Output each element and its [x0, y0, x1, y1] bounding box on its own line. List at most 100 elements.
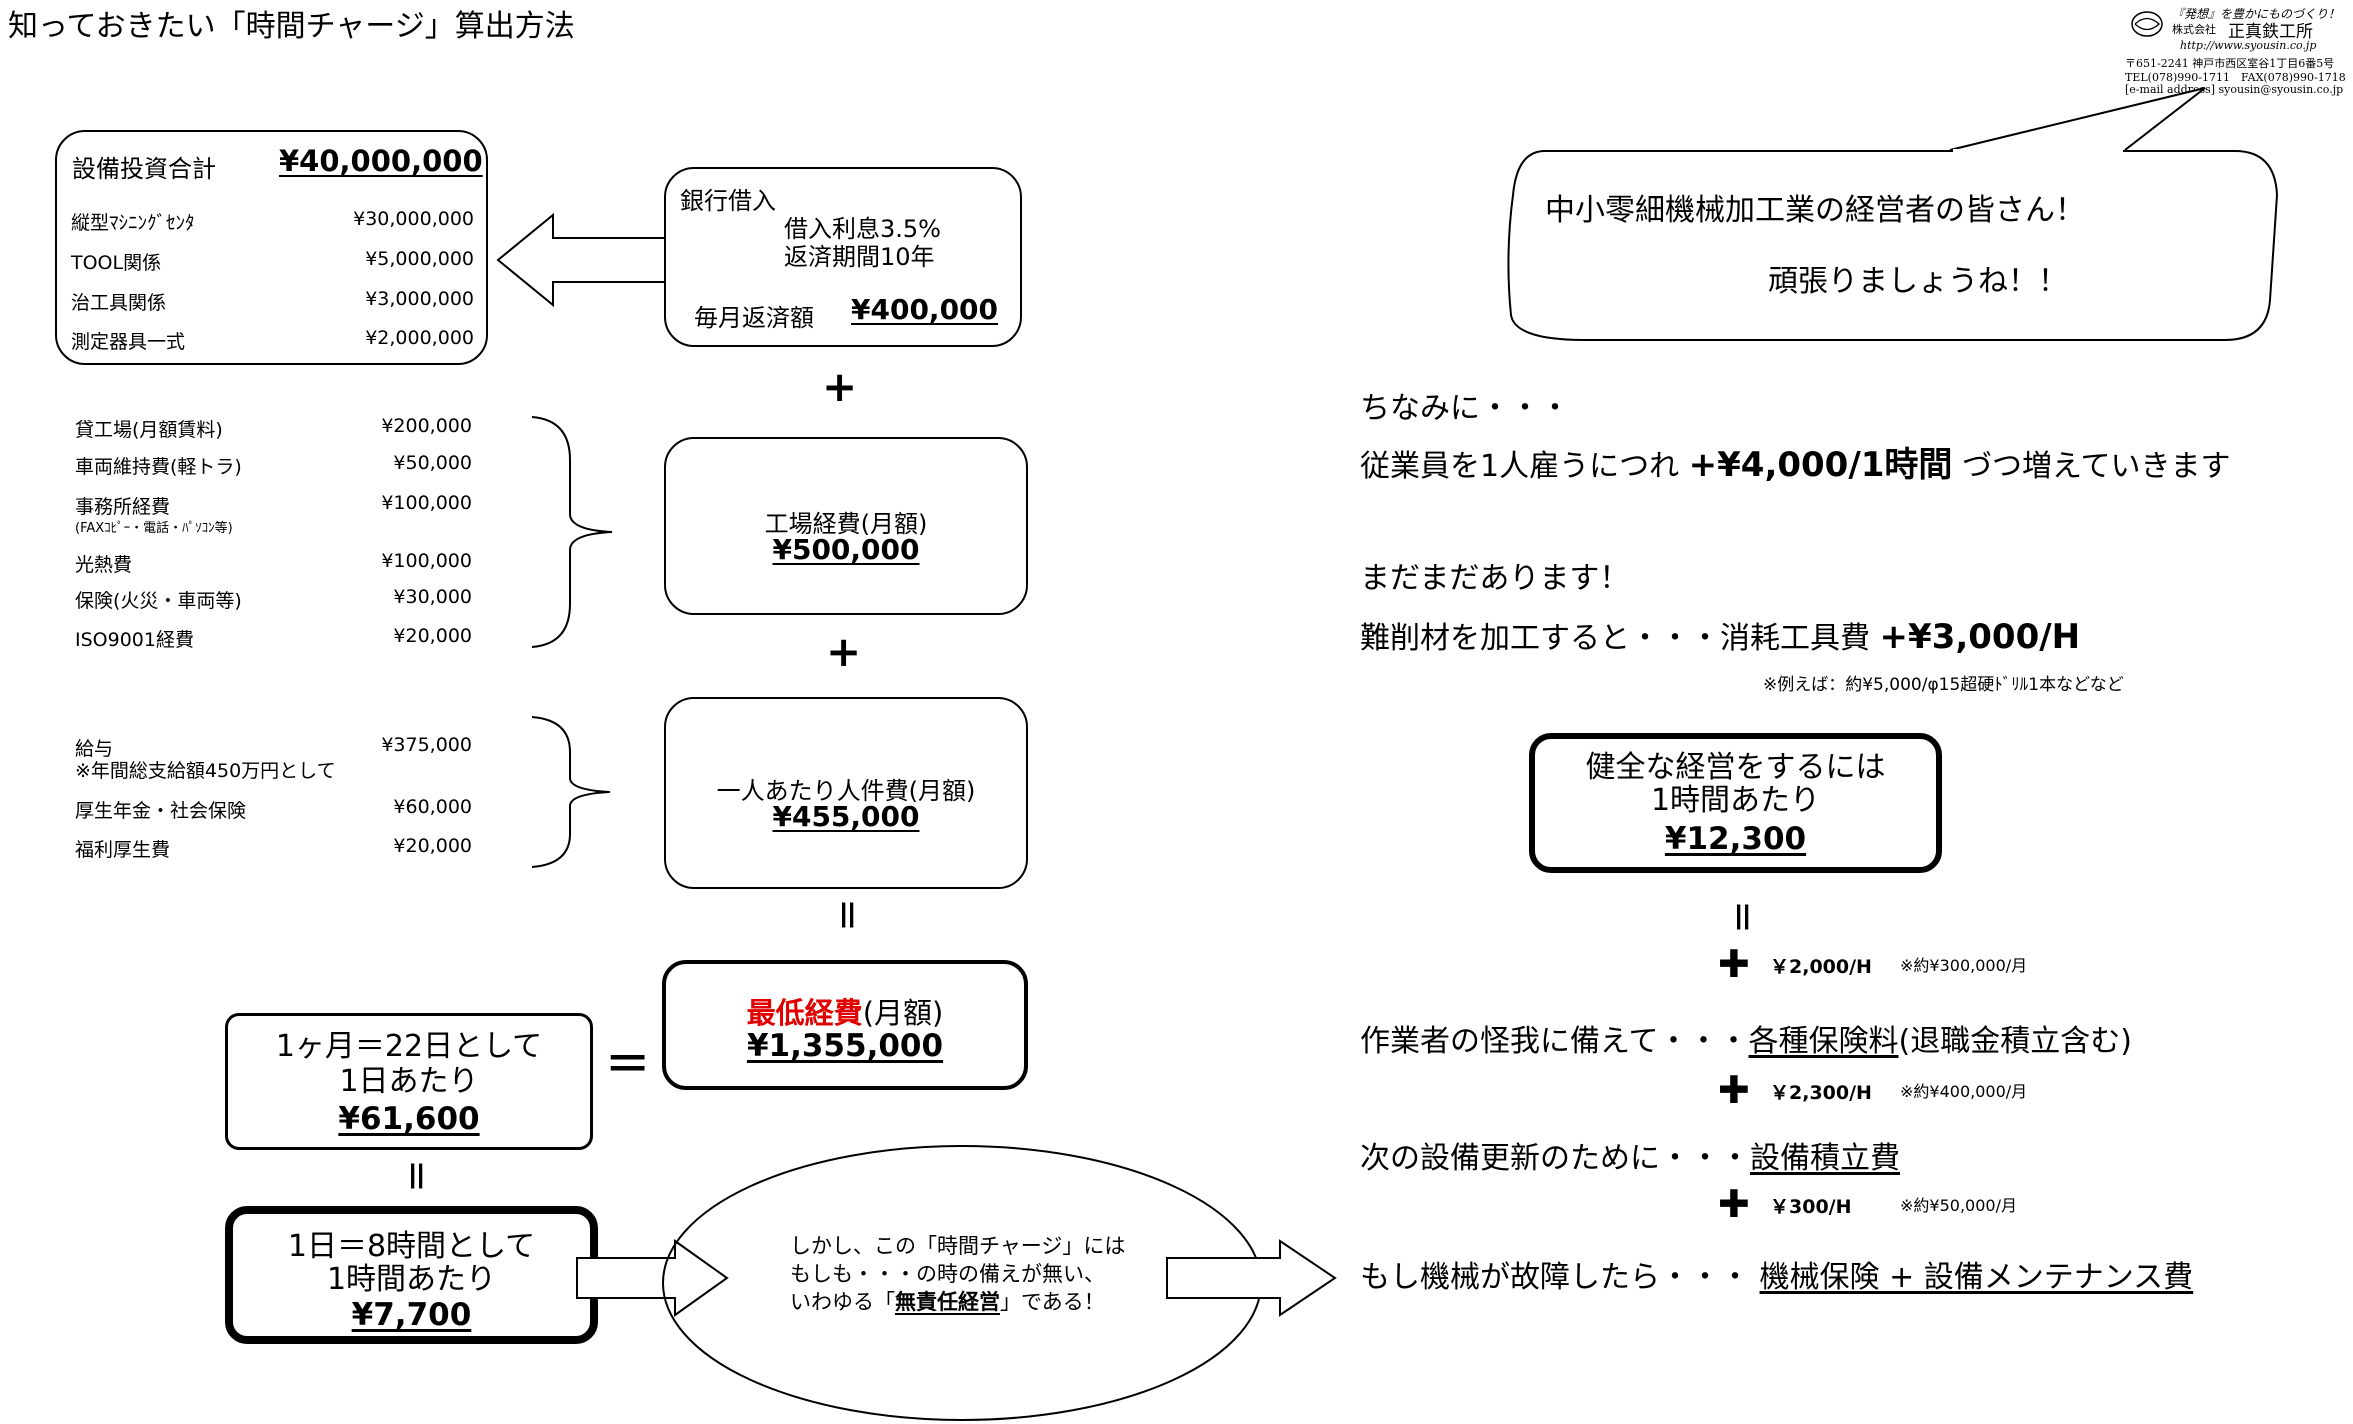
min-cost-label: 最低経費(月額) [666, 990, 1024, 1032]
equipment-item-value: ¥5,000,000 [365, 248, 474, 270]
company-address: 〒651-2241 神戸市西区室谷1丁目6番5号 [2125, 57, 2335, 70]
company-url[interactable]: http://www.syousin.co.jp [2180, 39, 2317, 52]
breakdown-text: 次の設備更新のために・・・設備積立費 [1360, 1133, 1900, 1177]
factory-box: 工場経費(月額) ¥500,000 [664, 437, 1028, 615]
page-title: 知っておきたい「時間チャージ」算出方法 [8, 9, 575, 44]
hourly-box: 1日＝8時間として 1時間あたり ¥7,700 [225, 1206, 598, 1344]
brace-labor-icon [531, 716, 611, 868]
note-more: まだまだあります！ [1360, 561, 1630, 596]
breakdown-monthly: ※約¥50,000/月 [1900, 1196, 2017, 1215]
company-name: 正真鉄工所 [2228, 22, 2313, 42]
min-cost-value: ¥1,355,000 [746, 1028, 944, 1064]
hourly-value: ¥7,700 [351, 1297, 472, 1333]
speech-bubble-icon [1507, 87, 2279, 341]
breakdown-amount: ￥2,000/H [1770, 956, 1872, 978]
cross-plus-icon: ✚ [1718, 942, 1750, 986]
warning-line3-pre: いわゆる「 [790, 1290, 895, 1314]
company-slogan: 『発想』を豊かにものづくり！ [2172, 7, 2341, 21]
labor-box-label: 一人あたり人件費(月額) [716, 777, 976, 805]
warning-text: しかし、この「時間チャージ」には もしも・・・の時の備えが無い、 いわゆる「無責… [790, 1232, 1125, 1316]
plus-sign-2: + [826, 627, 862, 676]
labor-box-value: ¥455,000 [772, 800, 920, 833]
factory-item-value: ¥50,000 [393, 452, 472, 474]
min-cost-label-rest: (月額) [862, 996, 944, 1030]
breakdown-text: もし機械が故障したら・・・ 機械保険 + 設備メンテナンス費 [1360, 1252, 2193, 1296]
factory-item-label: 車両維持費(軽トラ) [75, 456, 242, 478]
plus-sign-1: + [822, 362, 858, 411]
note-difficult-pre: 難削材を加工すると・・・消耗工具費 [1360, 621, 1870, 656]
equipment-box: 設備投資合計 ¥40,000,000 縦型ﾏｼﾆﾝｸﾞｾﾝﾀ ¥30,000,00… [55, 130, 488, 365]
company-tel-fax: TEL(078)990-1711 FAX(078)990-1718 [2125, 71, 2346, 84]
company-block: 『発想』を豊かにものづくり！ 株式会社 正真鉄工所 http://www.syo… [2120, 5, 2353, 100]
equals-sign-4: = [1719, 900, 1766, 934]
factory-item-label: 保険(火災・車両等) [75, 590, 242, 612]
labor-item-sub: ※年間総支給額450万円として [75, 760, 336, 782]
warning-line3: いわゆる「無責任経営」である！ [790, 1288, 1125, 1316]
labor-item-label: 給与 [75, 738, 114, 760]
daily-value: ¥61,600 [338, 1101, 480, 1137]
healthy-line1: 健全な経営をするには [1585, 750, 1886, 785]
equipment-item-value: ¥2,000,000 [365, 327, 474, 349]
breakdown-monthly: ※約¥300,000/月 [1900, 956, 2028, 975]
equipment-item-label: 縦型ﾏｼﾆﾝｸﾞｾﾝﾀ [71, 212, 195, 234]
breakdown-text-underlined: 機械保険 + 設備メンテナンス費 [1759, 1260, 2194, 1295]
breakdown-text-underlined: 各種保険料 [1748, 1024, 1899, 1059]
company-name-prefix: 株式会社 [2172, 23, 2216, 36]
cross-plus-icon: ✚ [1718, 1182, 1750, 1226]
note-employee: 従業員を1人雇うにつれ +¥4,000/1時間 づつ増えていきます [1360, 443, 2230, 489]
equipment-item-value: ¥30,000,000 [353, 208, 474, 230]
hourly-line2: 1時間あたり [326, 1262, 497, 1297]
factory-box-value: ¥500,000 [772, 533, 920, 566]
loan-monthly-label: 毎月返済額 [694, 304, 814, 332]
labor-item-label: 厚生年金・社会保険 [75, 800, 247, 822]
equipment-item-value: ¥3,000,000 [365, 288, 474, 310]
healthy-line2: 1時間あたり [1650, 783, 1821, 818]
warning-line2: もしも・・・の時の備えが無い、 [790, 1262, 1105, 1286]
loan-title: 銀行借入 [680, 187, 776, 215]
min-cost-box: 最低経費(月額) ¥1,355,000 [662, 960, 1028, 1090]
note-difficult: 難削材を加工すると・・・消耗工具費 +¥3,000/H [1360, 615, 2080, 661]
healthy-value: ¥12,300 [1664, 821, 1807, 857]
factory-item-label: 貸工場(月額賃料) [75, 419, 223, 441]
right-arrow-icon-1 [576, 1239, 729, 1317]
loan-box: 銀行借入 借入利息3.5% 返済期間10年 毎月返済額 ¥400,000 [664, 167, 1022, 347]
cross-plus-icon: ✚ [1718, 1068, 1750, 1112]
note-employee-post: づつ増えていきます [1961, 449, 2231, 484]
min-cost-label-red: 最低経費 [746, 996, 863, 1030]
loan-period: 返済期間10年 [784, 243, 935, 271]
labor-item-value: ¥375,000 [381, 734, 472, 756]
factory-item-label: 事務所経費 [75, 496, 171, 518]
company-email: [e-mail address] syousin@syousin.co.jp [2125, 83, 2344, 96]
equals-sign-1: = [824, 898, 871, 932]
hourly-line1: 1日＝8時間として [287, 1229, 536, 1264]
breakdown-amount: ￥300/H [1770, 1196, 1852, 1218]
note-difficult-value: +¥3,000/H [1879, 617, 2081, 657]
labor-item-value: ¥20,000 [393, 835, 472, 857]
daily-line2: 1日あたり [339, 1064, 479, 1099]
labor-item-label: 福利厚生費 [75, 839, 171, 861]
equipment-title: 設備投資合計 [72, 155, 216, 183]
warning-line3-post: 」である！ [1000, 1290, 1105, 1314]
breakdown-amount: ￥2,300/H [1770, 1082, 1872, 1104]
breakdown-text-underlined: 設備積立費 [1750, 1141, 1900, 1176]
factory-item-label: ISO9001経費 [75, 629, 194, 651]
factory-item-value: ¥20,000 [393, 625, 472, 647]
brace-factory-icon [531, 416, 613, 648]
note-employee-pre: 従業員を1人雇うにつれ [1360, 449, 1680, 484]
note-incidentally: ちなみに・・・ [1360, 391, 1570, 426]
equipment-item-label: 測定器具一式 [71, 331, 186, 353]
factory-item-value: ¥30,000 [393, 586, 472, 608]
loan-monthly-value: ¥400,000 [851, 293, 999, 326]
daily-line1: 1ヶ月＝22日として [275, 1029, 543, 1064]
equipment-total: ¥40,000,000 [279, 144, 483, 178]
breakdown-text-pre: もし機械が故障したら・・・ [1360, 1260, 1760, 1295]
daily-box: 1ヶ月＝22日として 1日あたり ¥61,600 [225, 1013, 593, 1150]
factory-box-label: 工場経費(月額) [764, 510, 928, 538]
factory-item-sub: (FAXｺﾋﾟｰ・電話・ﾊﾟｿｺﾝ等) [75, 521, 233, 536]
labor-box: 一人あたり人件費(月額) ¥455,000 [664, 697, 1028, 889]
left-arrow-icon [496, 212, 666, 308]
breakdown-text-post: (退職金積立含む) [1898, 1024, 2132, 1059]
labor-item-value: ¥60,000 [393, 796, 472, 818]
factory-item-value: ¥200,000 [381, 415, 472, 437]
speech-line1: 中小零細機械加工業の経営者の皆さん！ [1545, 193, 2085, 228]
